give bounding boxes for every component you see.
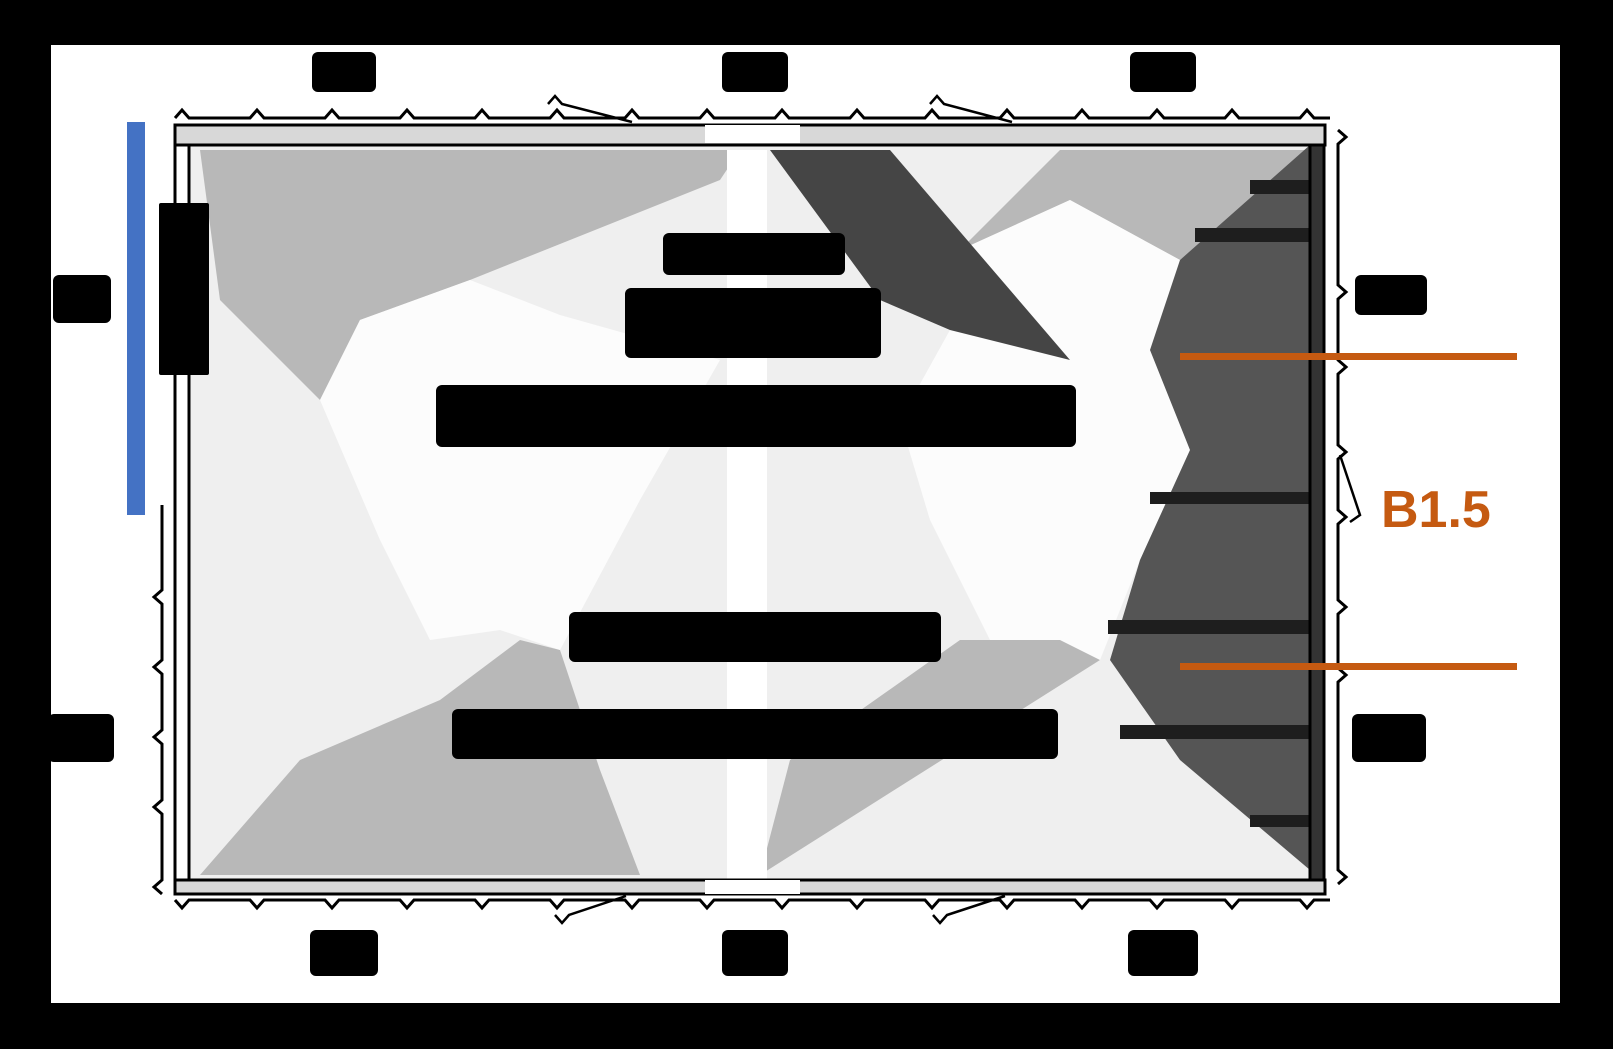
left-zigzag — [151, 505, 164, 896]
redacted-center-title-line-2 — [625, 288, 881, 358]
right-leader — [1338, 454, 1362, 524]
top-leader-2 — [929, 94, 1013, 124]
redacted-center-lower-line-2 — [452, 709, 1058, 759]
dark-region-right — [1110, 145, 1310, 870]
redacted-center-title-line-1 — [663, 233, 845, 275]
top-zigzag — [173, 107, 1330, 120]
redacted-center-title-line-3 — [436, 385, 1076, 447]
dark-region-center — [770, 150, 1070, 360]
redacted-bottom-left-label — [310, 930, 378, 976]
blue-marker-bar — [127, 122, 145, 515]
redacted-right-upper-label — [1355, 275, 1427, 315]
top-leader-1 — [547, 94, 633, 124]
white-shape-left — [320, 280, 720, 650]
redacted-top-right-label — [1130, 52, 1196, 92]
gray-region-top-right — [960, 150, 1310, 260]
bottom-leader-1 — [554, 894, 627, 925]
orange-line-upper — [1180, 353, 1517, 360]
redacted-left-inner-box — [159, 203, 209, 375]
dark-bands — [1108, 180, 1310, 827]
bottom-zigzag — [173, 898, 1330, 911]
bottom-gap — [705, 880, 800, 894]
right-marker-label: B1.5 — [1381, 481, 1491, 539]
redacted-left-lower-label — [48, 714, 114, 762]
redacted-top-center-label — [722, 52, 788, 92]
bottom-leader-2 — [932, 894, 1006, 925]
redacted-center-lower-line-1 — [569, 612, 941, 662]
redacted-bottom-center-label — [722, 930, 788, 976]
redacted-bottom-right-label — [1128, 930, 1198, 976]
redacted-top-left-label — [312, 52, 376, 92]
top-gap — [705, 125, 800, 143]
orange-line-lower — [1180, 663, 1517, 670]
gray-region-bottom-left — [200, 640, 640, 875]
right-post — [1308, 143, 1326, 882]
gray-region-top-left — [200, 150, 740, 400]
redacted-right-lower-label — [1352, 714, 1426, 762]
redacted-left-upper-label — [53, 275, 111, 323]
right-zigzag — [1336, 128, 1349, 886]
